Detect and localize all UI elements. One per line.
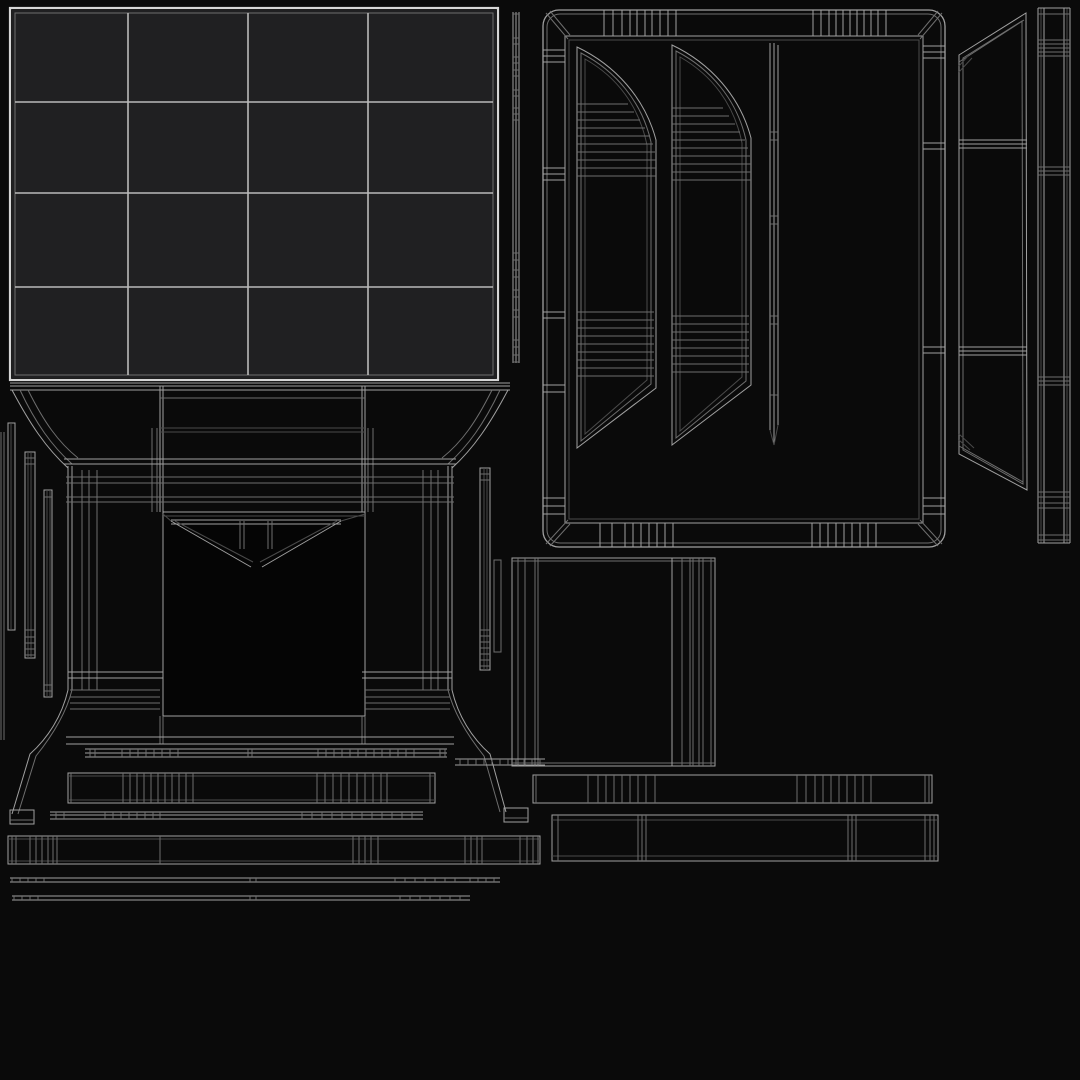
bottom-right-bars — [532, 774, 939, 862]
grid-side-strip — [512, 12, 520, 363]
surround-frame — [542, 9, 946, 548]
right-slats — [479, 467, 502, 671]
pedestal — [0, 382, 529, 825]
left-slats — [7, 422, 53, 698]
mid-square — [511, 557, 716, 767]
frame-blades — [576, 43, 779, 450]
skewed-panel — [958, 12, 1028, 491]
grid-panel — [8, 6, 500, 382]
right-strip — [1037, 7, 1071, 544]
bottom-left-bars — [7, 748, 545, 901]
